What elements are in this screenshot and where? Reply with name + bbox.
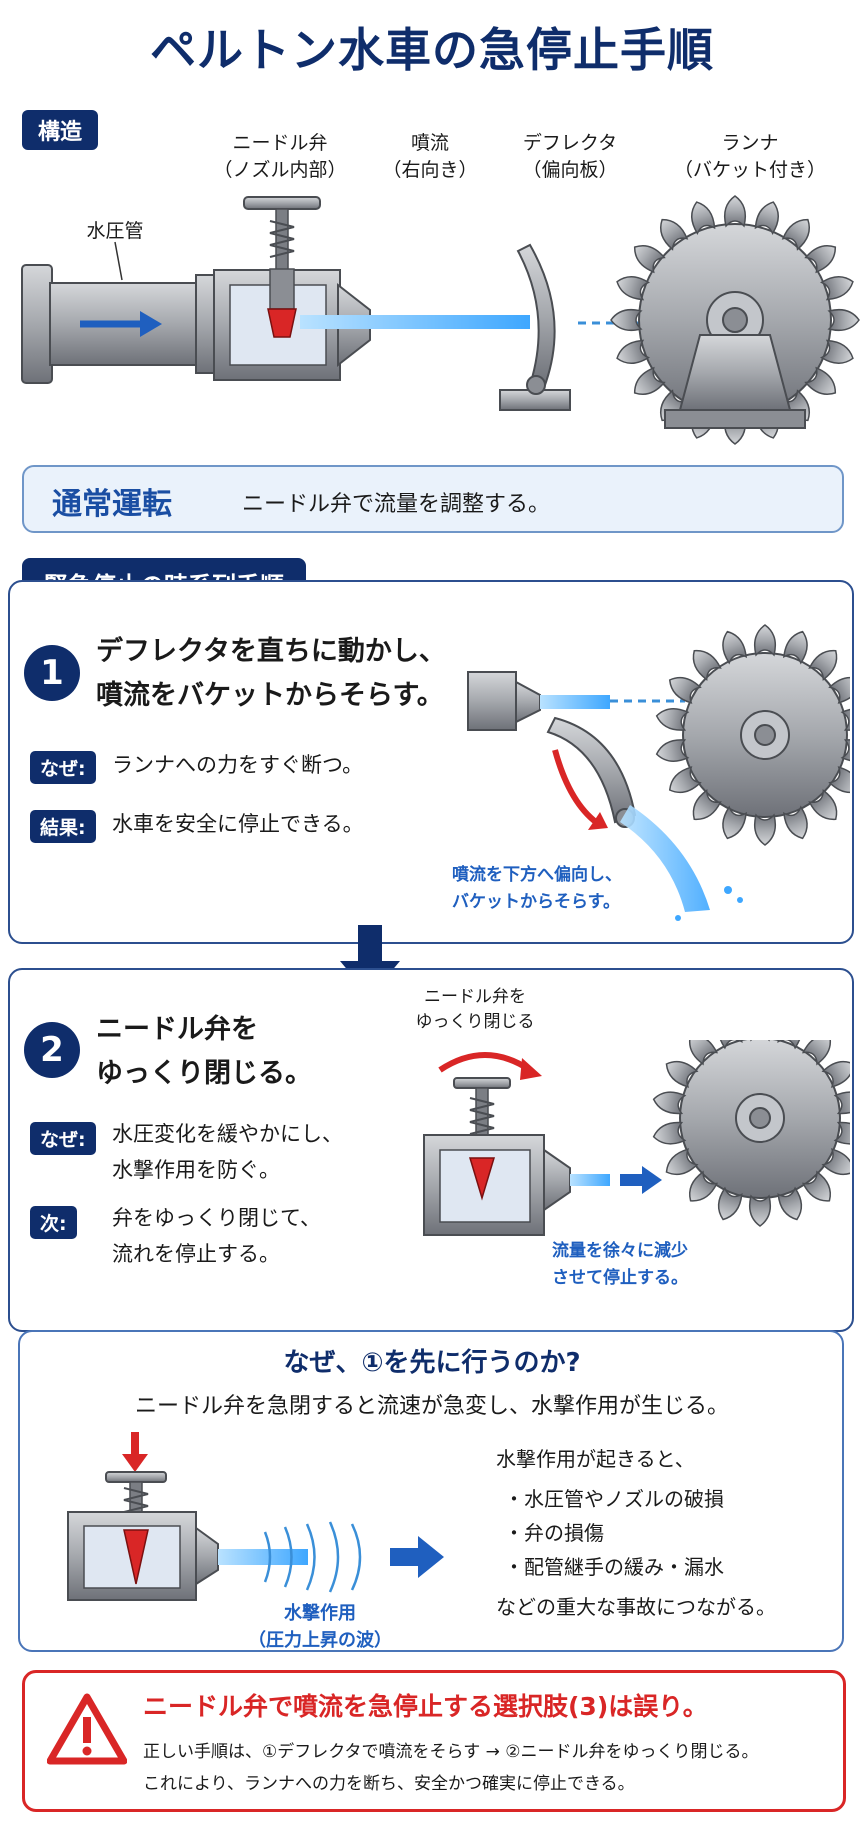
wave-arrow-icon	[418, 1536, 444, 1578]
needle-handle	[243, 196, 321, 210]
runner-bucket	[753, 814, 777, 846]
nozzle-stub	[467, 671, 517, 731]
step1-why-text: ランナへの力をすぐ断つ。	[112, 753, 364, 777]
runner-bucket	[651, 1088, 686, 1116]
normal-title: 通常運転	[52, 487, 172, 522]
warning-panel: ニードル弁で噴流を急停止する選択肢(3)は誤り。 正しい手順は、①デフレクタで噴…	[22, 1670, 846, 1812]
penstock-flange	[21, 264, 53, 384]
runner-bucket	[654, 704, 689, 733]
step1-title: デフレクタを直ちに動かし、噴流をバケットからそらす。	[96, 636, 446, 711]
water-jet	[300, 315, 530, 329]
list-item: 弁の損傷	[504, 1516, 776, 1550]
flow-arrow	[140, 311, 162, 337]
runner-wheel	[610, 195, 860, 445]
rotate-arrow-icon	[438, 1052, 532, 1073]
step2-flow-note: 流量を徐々に減少させて停止する。	[552, 1241, 688, 1288]
why-subtitle: ニードル弁を急閉すると流速が急変し、水撃作用が生じる。	[134, 1394, 729, 1419]
step2-why-text: 水圧変化を緩やかにし、水撃作用を防ぐ。	[112, 1122, 343, 1182]
step1-illustration	[467, 624, 850, 921]
needle-label: ニードル弁（ノズル内部）	[213, 132, 347, 181]
step2-next-badge: 次:	[30, 1206, 77, 1239]
runner-bucket	[828, 308, 860, 332]
list-item: 水圧管やノズルの破損	[504, 1482, 776, 1516]
runner-wheel-step2	[651, 1040, 850, 1227]
deflector-moved	[546, 716, 637, 824]
step1-note: 噴流を下方へ偏向し、バケットからそらす。	[452, 865, 622, 912]
runner-label: ランナ（バケット付き）	[673, 132, 826, 181]
page-title: ペルトン水車の急停止手順	[150, 23, 714, 77]
normal-operation-box: 通常運転 ニードル弁で流量を調整する。	[22, 465, 844, 533]
step1-result-text: 水車を安全に停止できる。	[112, 812, 364, 836]
list-item: 配管継手の緩み・漏水	[504, 1550, 776, 1584]
deflector-move-arrow	[552, 749, 602, 828]
runner-bucket	[654, 737, 689, 766]
water-hammer-illustration	[67, 1432, 444, 1601]
runner-wheel-step1	[654, 624, 850, 846]
runner-bucket	[651, 1120, 686, 1148]
jet-label: 噴流（右向き）	[382, 132, 478, 181]
structure-illustration	[21, 195, 860, 445]
step2-title: ニードル弁をゆっくり閉じる。	[96, 1014, 312, 1089]
wave-label: 水撃作用（圧力上昇の波）	[248, 1603, 392, 1651]
runner-stand	[678, 334, 792, 411]
step2-why-badge: なぜ:	[30, 1122, 96, 1155]
why-title: なぜ、①を先に行うのか?	[283, 1348, 581, 1378]
runner-bucket	[753, 624, 777, 656]
flow-arrow-step2	[642, 1166, 662, 1194]
deflector-label: デフレクタ（偏向板）	[522, 132, 618, 181]
runner-bucket	[748, 1195, 772, 1227]
needle-tip-step2	[468, 1157, 496, 1201]
step1-result-badge: 結果:	[30, 810, 96, 843]
normal-text: ニードル弁で流量を調整する。	[242, 492, 551, 517]
warning-line-1: 正しい手順は、①デフレクタで噴流をそらす → ②ニードル弁をゆっくり閉じる。	[143, 1742, 759, 1762]
push-down-arrow-icon	[122, 1454, 148, 1472]
warning-line-2: これにより、ランナへの力を断ち、安全かつ確実に停止できる。	[143, 1774, 635, 1794]
step2-valve-note: ニードル弁をゆっくり閉じる	[415, 987, 535, 1032]
step2-number: 2	[24, 1022, 80, 1078]
deflected-jet	[620, 805, 710, 912]
step2-next-text: 弁をゆっくり閉じて、流れを停止する。	[112, 1206, 321, 1266]
structure-tag: 構造	[22, 110, 99, 150]
step1-number: 1	[24, 645, 80, 701]
pressure-wave	[263, 1521, 362, 1593]
warning-title: ニードル弁で噴流を急停止する選択肢(3)は誤り。	[143, 1692, 708, 1721]
runner-bucket	[723, 195, 747, 227]
hammer-effects-list: 水撃作用が起きると、 水圧管やノズルの破損 弁の損傷 配管継手の緩み・漏水 など…	[496, 1442, 776, 1624]
warning-icon	[47, 1693, 127, 1765]
needle-tip	[267, 308, 297, 338]
step2-illustration	[423, 1040, 850, 1236]
runner-bucket	[610, 308, 642, 332]
penstock-label: 水圧管	[86, 220, 144, 242]
step1-why-badge: なぜ:	[30, 751, 96, 784]
